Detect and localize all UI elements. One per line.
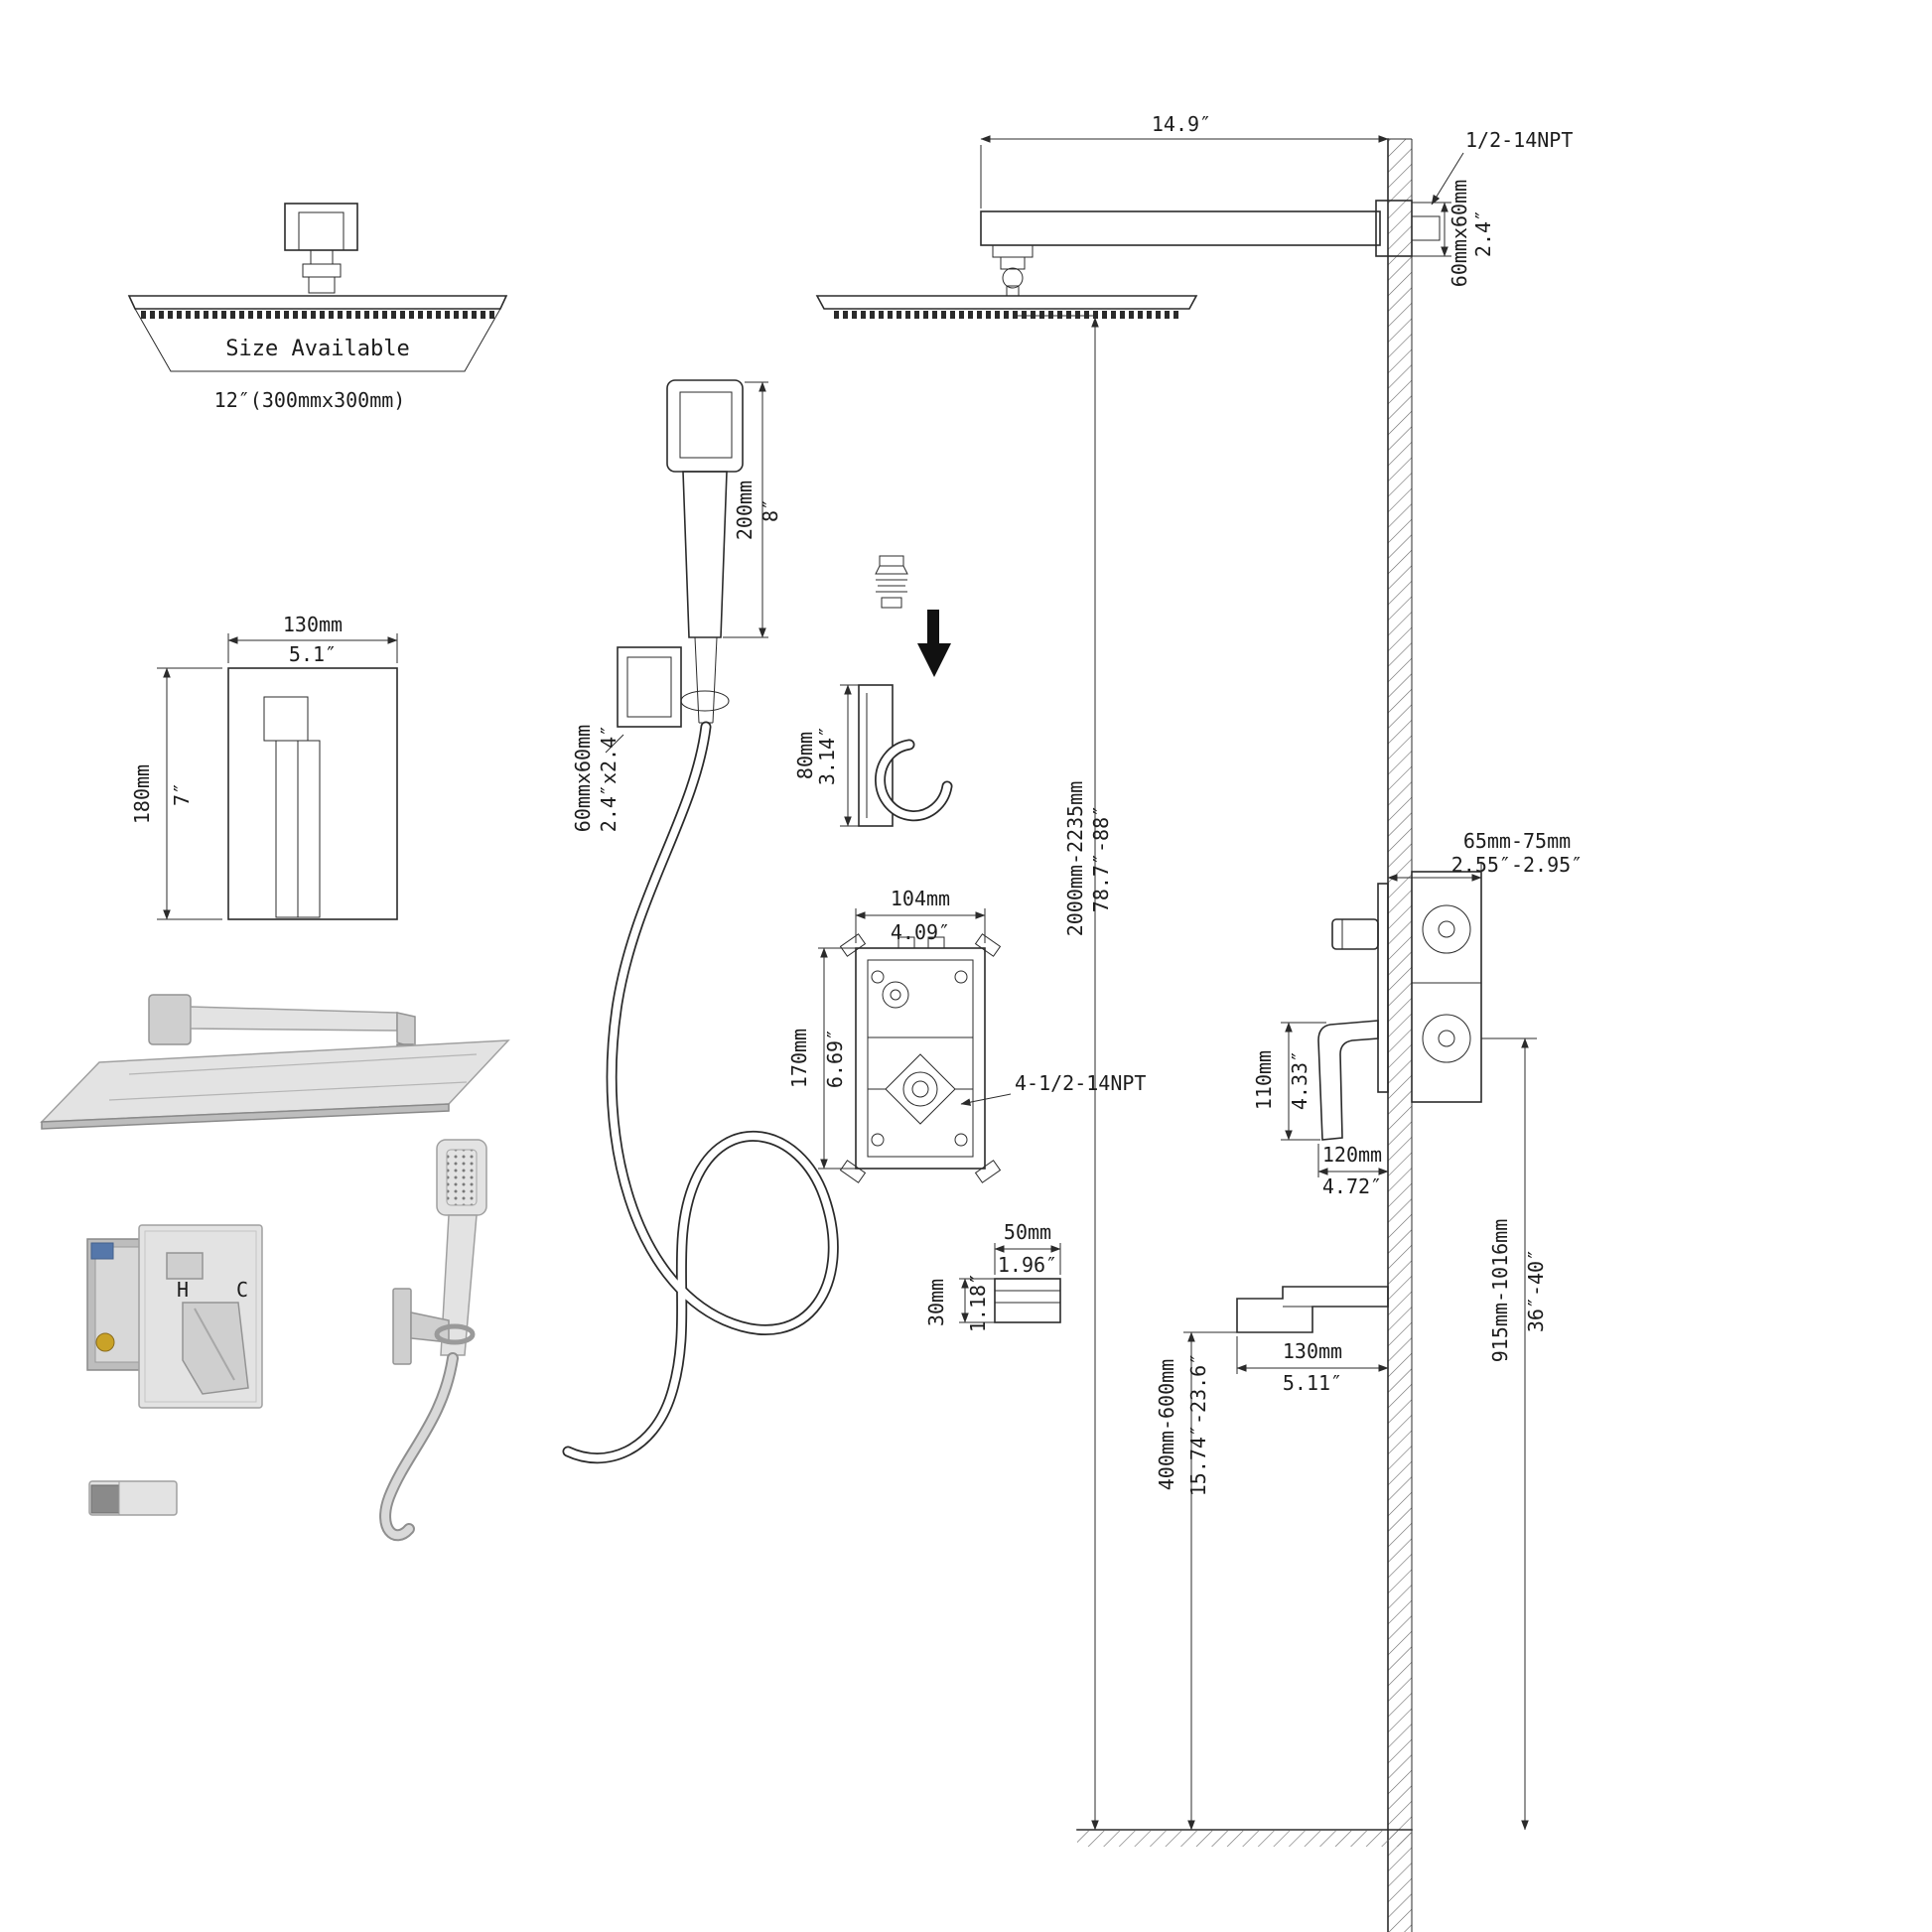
overhead-shower-drawing: Size Available 12″(300mmx300mm) [127, 203, 508, 412]
rough-valve-drawing: 104mm 4.09″ 170mm 6.69″ 4-1/2-14NPT [787, 887, 1146, 1183]
dim-valve-width-in: 4.09″ [891, 920, 950, 944]
dim-holder-mm: 60mmx60mm [571, 725, 595, 832]
shower-head-profile [127, 295, 508, 310]
render-tub-spout [88, 1480, 178, 1516]
hot-label: H [177, 1278, 189, 1302]
side-diverter-knob [1331, 918, 1379, 950]
trim-plate-drawing: 130mm 5.1″ 180mm 7″ [130, 613, 398, 920]
ground-hatch [1077, 1831, 1412, 1847]
side-trim-plate [1377, 883, 1389, 1093]
dim-arm-length: 14.9″ [1152, 112, 1211, 136]
dim-spoutdet-h-in: 1.18″ [966, 1273, 990, 1332]
render-handheld [379, 1139, 487, 1542]
dim-height-in: 78.7″-88″ [1089, 805, 1113, 912]
dim-spoutdet-h-mm: 30mm [924, 1279, 948, 1326]
wall-section [1387, 138, 1413, 1932]
wall-hatch [1388, 139, 1412, 1932]
down-arrow-icon [927, 610, 939, 645]
render-diverter-button [166, 1252, 204, 1280]
dim-spout-l-in: 5.11″ [1283, 1371, 1342, 1395]
spout-detail-drawing: 50mm 1.96″ 30mm 1.18″ [924, 1220, 1061, 1332]
render-handheld-handle [440, 1214, 478, 1356]
cold-label: C [236, 1278, 248, 1302]
dim-holder-in: 2.4″x2.4″ [597, 725, 621, 832]
size-spec-label: 12″(300mmx300mm) [214, 388, 406, 412]
dim-valve-floor-mm: 915mm-1016mm [1488, 1219, 1512, 1363]
render-handheld-face [446, 1149, 478, 1206]
shower-hose [562, 721, 839, 1464]
dim-handle-h-in: 4.33″ [1288, 1050, 1311, 1110]
render-blue-cap [90, 1242, 114, 1260]
dim-valve-height-mm: 170mm [787, 1029, 811, 1088]
shower-head-front [815, 295, 1198, 310]
dim-handheld-in: 8″ [759, 498, 782, 522]
render-holder-ring [434, 1323, 476, 1345]
dim-depth-mm: 65mm-75mm [1463, 829, 1571, 853]
render-spout-opening [90, 1484, 120, 1514]
dim-spout-h-in: 15.74″-23.6″ [1186, 1353, 1210, 1497]
handheld-face [679, 391, 733, 459]
render-handle [182, 1302, 249, 1395]
render-flange [148, 994, 192, 1045]
render-brass-port [95, 1332, 115, 1352]
render-holder-plate [392, 1288, 412, 1365]
valve-npt-label: 4-1/2-14NPT [1015, 1071, 1146, 1095]
render-shower-head [40, 994, 510, 1130]
dim-flange-in: 2.4″ [1471, 209, 1495, 257]
spout-section [994, 1278, 1061, 1323]
rough-valve-body [855, 947, 986, 1170]
front-view-drawing: 14.9″ 1/2-14NPT 60mmx60mm 2.4″ 2000mm-22… [815, 112, 1573, 1831]
dim-spoutdet-w-mm: 50mm [1004, 1220, 1051, 1244]
wall-stub [1411, 215, 1441, 241]
render-arm [190, 1006, 398, 1032]
trim-plate [227, 667, 398, 920]
shower-arm [980, 210, 1381, 246]
render-valve-trim: H C [86, 1224, 263, 1409]
dim-spout-h-mm: 400mm-600mm [1155, 1359, 1178, 1490]
adapter-bracket-drawing: 80mm 3.14″ [793, 555, 953, 827]
dim-plate-height-mm: 180mm [130, 764, 154, 824]
valve-cartridge [885, 1053, 956, 1125]
dim-spoutdet-w-in: 1.96″ [998, 1253, 1057, 1277]
handheld-holder [617, 646, 682, 728]
dim-handle-h-mm: 110mm [1252, 1050, 1276, 1110]
diverter-button [263, 696, 309, 742]
dim-bracket-in: 3.14″ [815, 726, 839, 785]
side-valve-body [1411, 871, 1482, 1103]
dim-valve-floor-in: 36″-40″ [1524, 1249, 1548, 1332]
dim-depth-in: 2.55″-2.95″ [1451, 853, 1583, 877]
handheld-handle [682, 471, 728, 638]
dim-valve-height-in: 6.69″ [823, 1029, 847, 1088]
side-view-drawing: 65mm-75mm 2.55″-2.95″ 110mm 4.33″ 120mm … [1076, 829, 1583, 1847]
dim-handle-l-in: 4.72″ [1322, 1174, 1382, 1198]
dim-height-mm: 2000mm-2235mm [1063, 781, 1087, 937]
side-tub-spout [1236, 1286, 1389, 1333]
size-available-label: Size Available [225, 337, 409, 361]
npt-label: 1/2-14NPT [1465, 128, 1573, 152]
dim-flange-mm: 60mmx60mm [1448, 180, 1471, 287]
hose-adapter [879, 555, 904, 567]
dim-bracket-mm: 80mm [793, 732, 817, 779]
dim-plate-width-in: 5.1″ [289, 642, 337, 666]
side-lever-handle [1317, 1020, 1379, 1141]
dim-handheld-mm: 200mm [733, 481, 757, 540]
dim-plate-height-in: 7″ [170, 782, 194, 806]
dim-plate-width-mm: 130mm [283, 613, 343, 636]
dim-spout-l-mm: 130mm [1283, 1339, 1342, 1363]
dim-valve-width-mm: 104mm [891, 887, 950, 910]
dim-handle-l-mm: 120mm [1322, 1143, 1382, 1167]
handheld-drawing: 200mm 8″ 60mmx60mm 2.4″x2.4″ [562, 379, 839, 1464]
